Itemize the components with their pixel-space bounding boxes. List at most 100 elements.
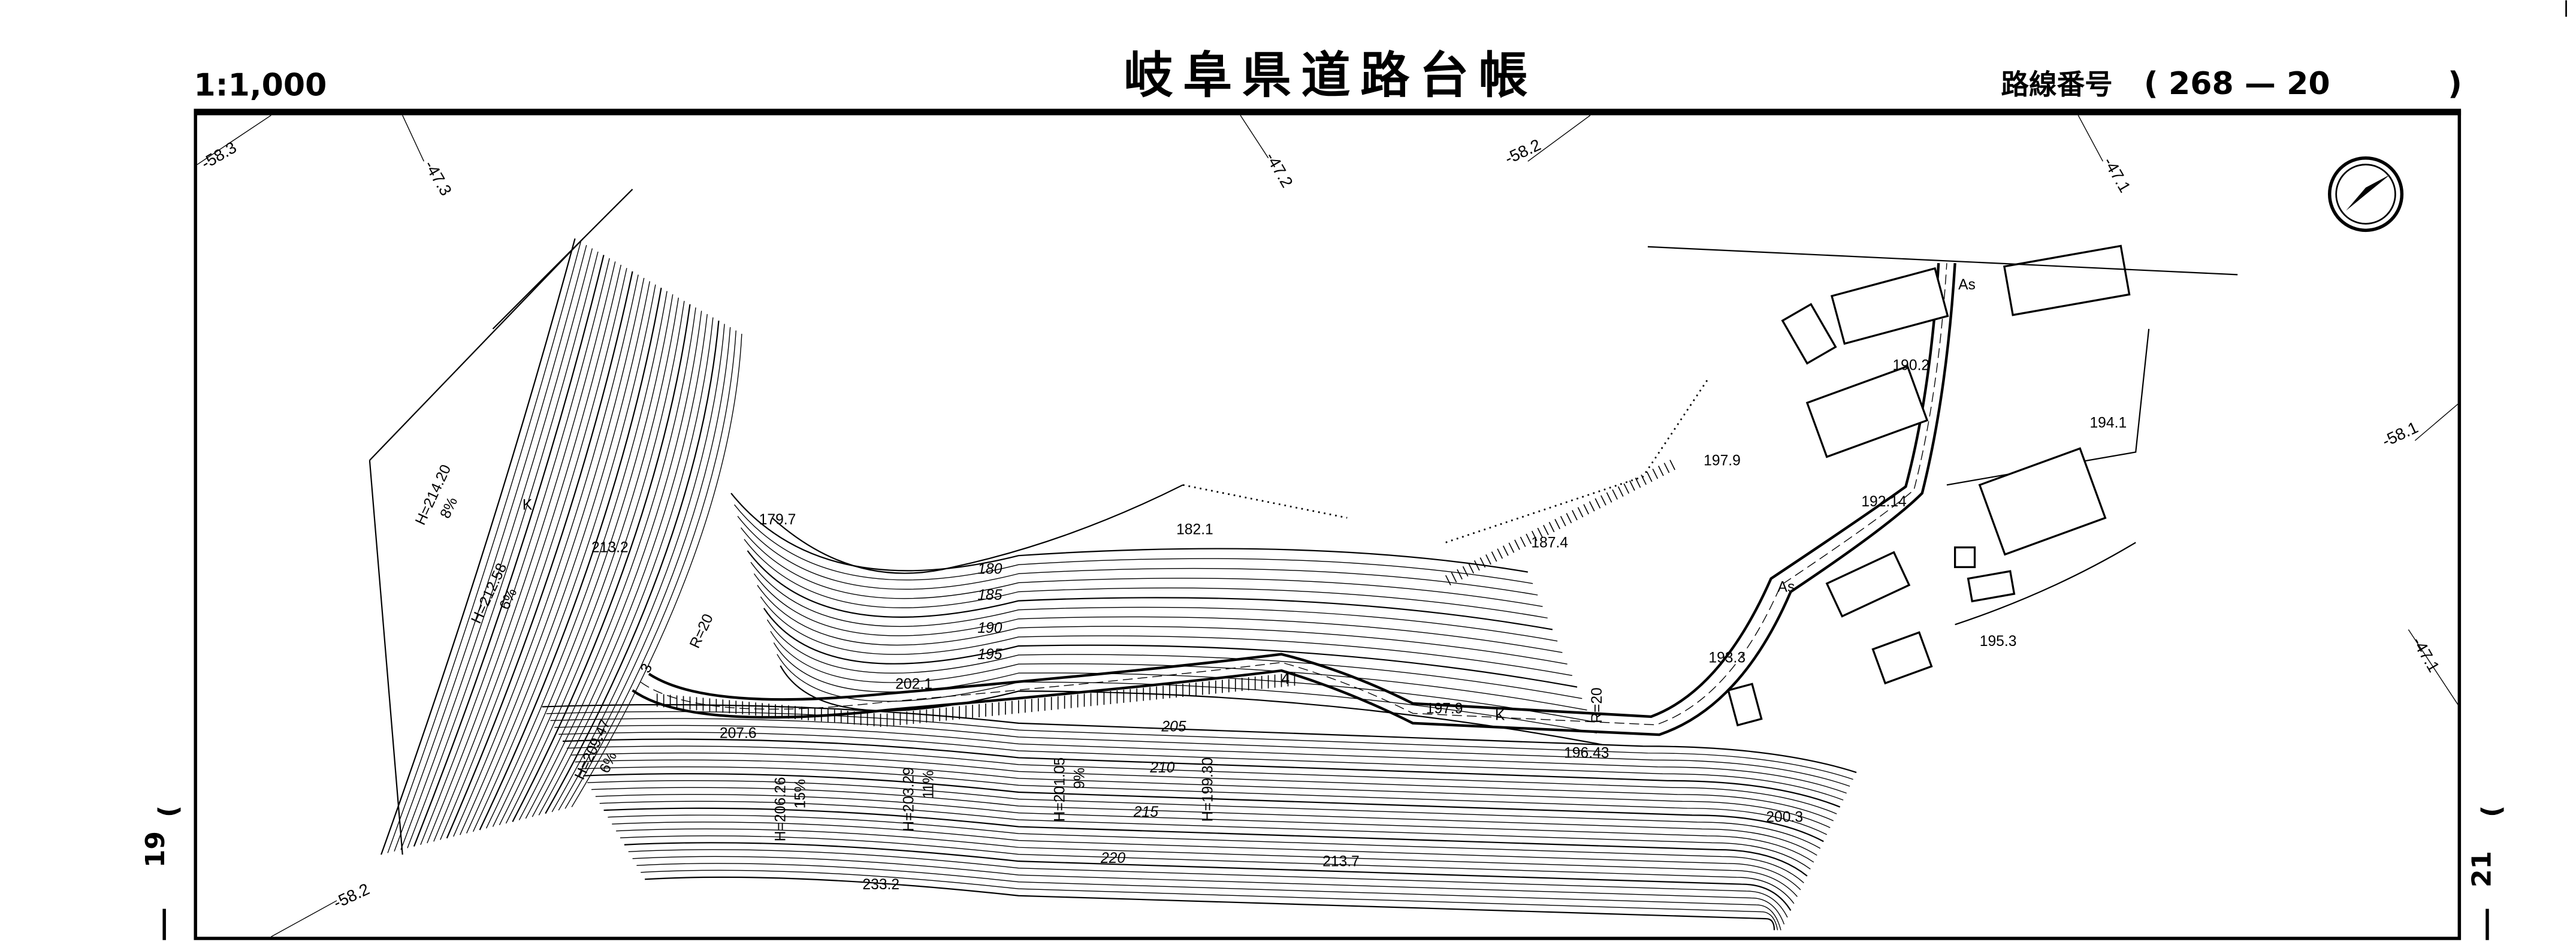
contour-line <box>641 869 1778 931</box>
contour-line <box>771 484 1183 574</box>
contour-line <box>632 856 1785 925</box>
contour-line <box>394 244 587 852</box>
contour-line <box>545 321 720 814</box>
contour-lines <box>369 238 1857 931</box>
contour-line <box>380 238 576 855</box>
slope-hatch <box>1560 516 1566 527</box>
contour-line <box>760 596 1572 677</box>
contour-line <box>777 654 1597 733</box>
contour-line <box>542 704 1857 774</box>
contour-line <box>750 561 1558 642</box>
contour-line <box>525 310 702 819</box>
contour-line <box>562 738 1841 808</box>
svg-text:H=203.29: H=203.29 <box>901 767 917 832</box>
contour-line <box>575 759 1831 828</box>
slope-hatch <box>1583 504 1589 515</box>
contour-line <box>591 787 1817 856</box>
contour-line <box>505 301 685 824</box>
contour-line <box>407 251 599 849</box>
slope-hatch <box>1502 545 1509 556</box>
slope-hatch <box>1514 539 1520 550</box>
contour-line <box>400 248 593 850</box>
svg-text:): ) <box>155 805 185 817</box>
slope-hatch <box>1531 530 1538 541</box>
contour-line <box>579 766 1828 835</box>
slope-hatch <box>1669 460 1675 470</box>
spot-height: 194.1 <box>2089 415 2127 431</box>
contour-line <box>485 291 668 829</box>
svg-text:11%: 11% <box>920 770 937 799</box>
slope-hatch <box>1508 542 1515 553</box>
slope-hatch <box>1646 472 1653 482</box>
svg-text:R=20: R=20 <box>687 612 717 651</box>
svg-text:19: 19 <box>140 831 171 868</box>
north-arrow-icon <box>2328 156 2404 233</box>
contour-line <box>479 288 662 831</box>
contour-line <box>558 327 731 811</box>
contour-line <box>595 794 1814 863</box>
contour-line <box>636 863 1781 931</box>
contour-line <box>587 780 1821 849</box>
contour-line <box>453 274 639 837</box>
contour-line <box>369 460 403 855</box>
svg-text:9%: 9% <box>1072 768 1088 789</box>
grid-label: -47.3 <box>421 157 455 199</box>
contour-line <box>730 493 1528 573</box>
contour-labels: 180 185 190 195 205 210 215 220 <box>977 561 1186 866</box>
grid-label: -47.1 <box>2100 154 2134 196</box>
slope-hatch <box>1485 554 1491 565</box>
sheet-ref-left: ) 19 <box>140 805 185 940</box>
slope-hatch <box>1554 518 1560 530</box>
spot-height: 192.14 <box>1861 494 1906 510</box>
spot-height: 202.1 <box>895 676 932 692</box>
contour-line <box>624 842 1792 911</box>
svg-text:220: 220 <box>1100 850 1125 866</box>
svg-text:As: As <box>1958 277 1976 293</box>
slope-hatch <box>1652 469 1659 479</box>
route-number: 268 — 20 <box>2169 66 2330 102</box>
contour-line <box>466 281 651 834</box>
contour-line <box>550 718 1850 787</box>
slope-hatch <box>1623 483 1630 494</box>
contour-line <box>538 317 714 816</box>
contour-line <box>744 539 1548 619</box>
contour-line <box>740 527 1543 607</box>
contour-line <box>531 314 708 817</box>
contour-line <box>446 271 633 839</box>
contour-line <box>554 724 1847 794</box>
slope-hatch <box>1663 463 1670 473</box>
buildings <box>492 189 2238 727</box>
svg-text:): ) <box>2477 805 2508 817</box>
slope-hatch <box>1617 486 1624 497</box>
profile-labels: H=214.208% H=212.586% H=209.476% H=206.2… <box>412 462 1216 841</box>
contour-line <box>369 238 584 461</box>
slope-hatch <box>1479 557 1486 568</box>
svg-text:210: 210 <box>1149 760 1174 776</box>
grid-label: -58.3 <box>198 138 240 173</box>
contour-line <box>512 304 691 822</box>
svg-text:As: As <box>1778 579 1795 596</box>
slope-hatch <box>1658 466 1664 476</box>
slope-hatch <box>1445 575 1451 585</box>
grid-label: -58.1 <box>2379 418 2421 450</box>
svg-text:8%: 8% <box>437 495 461 521</box>
slope-hatch <box>1537 527 1544 538</box>
contour-line <box>433 264 622 842</box>
svg-text:180: 180 <box>977 561 1002 577</box>
contour-line <box>645 876 1775 931</box>
contour-line <box>558 732 1844 801</box>
contour-line <box>737 515 1538 596</box>
spot-height: 207.6 <box>720 726 757 742</box>
contour-line <box>420 258 610 845</box>
slope-hatch <box>1457 569 1463 580</box>
slope-hatch <box>1594 498 1601 509</box>
svg-text:3: 3 <box>638 661 656 675</box>
contour-line <box>620 835 1795 904</box>
slope-hatch <box>1600 495 1606 506</box>
spot-height: 213.2 <box>591 540 629 556</box>
contour-line <box>492 294 674 827</box>
contour-line <box>770 630 1587 711</box>
map-frame <box>194 110 2462 940</box>
contour-line <box>753 573 1563 653</box>
